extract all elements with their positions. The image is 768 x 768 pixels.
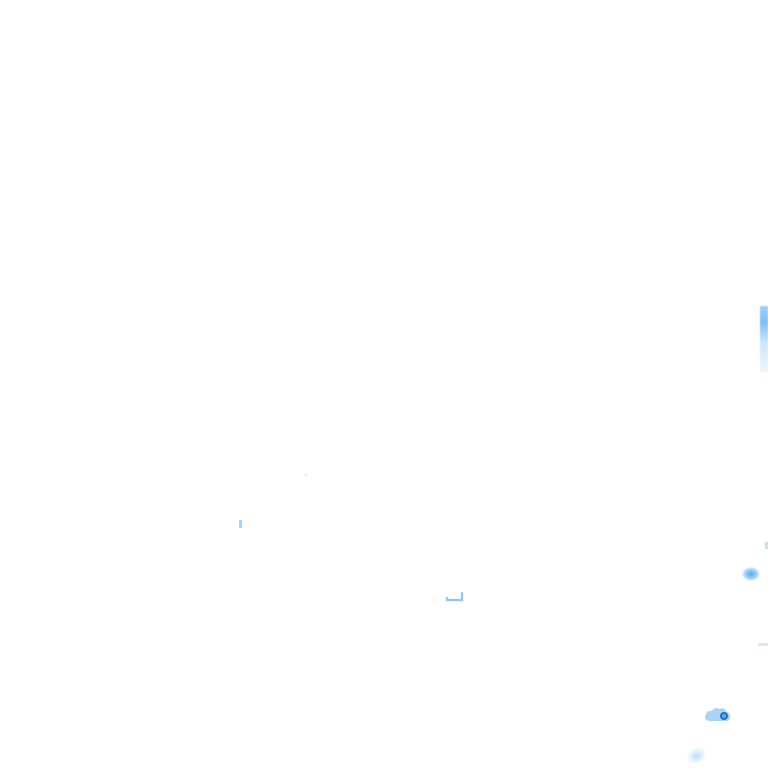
tick-artifact <box>758 643 768 646</box>
speck-artifact <box>239 520 242 528</box>
blob-artifact <box>742 567 760 581</box>
speck-artifact <box>305 474 307 476</box>
edge-streak-artifact <box>760 306 768 372</box>
smudge-artifact <box>683 743 709 767</box>
bracket-artifact <box>445 591 464 602</box>
cloud-icon <box>704 707 731 721</box>
